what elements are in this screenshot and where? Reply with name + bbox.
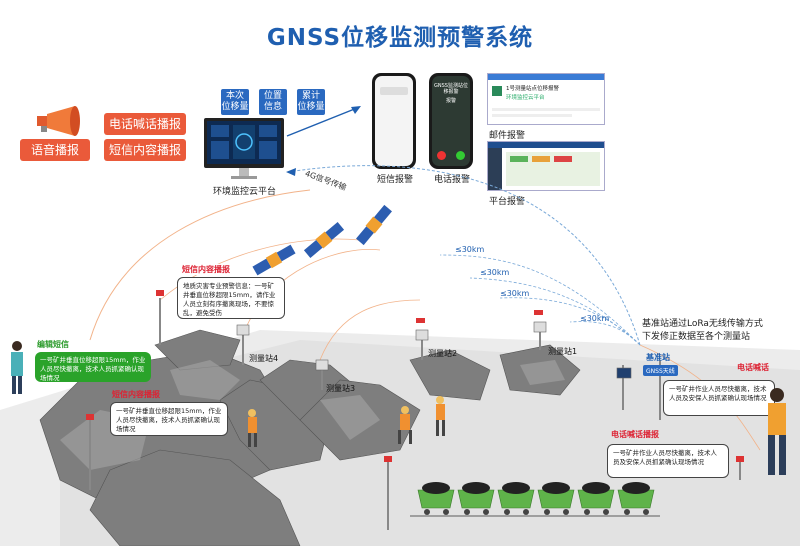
phone-bottom-tag: 电话喊话播报 — [611, 430, 659, 439]
station-4-label: 测量站4 — [249, 354, 279, 363]
platform-alarm-screenshot — [487, 141, 605, 191]
sms-top-tag: 短信内容播报 — [182, 264, 230, 275]
person-left-icon — [11, 341, 23, 394]
station-2-label: 测量站2 — [428, 349, 458, 358]
phone-call-broadcast-chip: 电话喊话播报 — [104, 113, 186, 135]
edit-sms-callout: 一号矿井垂直位移超限15mm，作业人员尽快撤离，技术人员抓紧确认现场情况 — [35, 352, 151, 382]
email-alarm-label: 邮件报警 — [489, 131, 526, 141]
email-alarm-screenshot: 1号测量站点位移报警 环境监控云平台 — [487, 73, 605, 125]
platform-label: 环境监控云平台 — [213, 187, 277, 197]
accept-call-icon — [456, 151, 465, 160]
data-chip-location: 位置 信息 — [259, 89, 287, 115]
station-3-label: 测量站3 — [326, 384, 356, 393]
distance-label-4: ≤30km — [580, 314, 610, 323]
call-sub-text: 报警 — [445, 98, 456, 104]
monitor-icon — [204, 118, 284, 179]
email-sub-text: 环境监控云平台 — [506, 95, 545, 101]
phone-alarm-label: 电话报警 — [434, 175, 471, 185]
loudspeaker-icon — [37, 106, 80, 136]
base-station-label: 基准站 — [646, 353, 670, 362]
data-chip-current-displacement: 本次 位移量 — [221, 89, 249, 115]
sms-phone — [372, 73, 416, 169]
app-icon — [492, 86, 502, 96]
data-chip-cumulative-displacement: 累计 位移量 — [297, 89, 325, 115]
page-title: GNSS位移监测预警系统 — [266, 25, 534, 51]
distance-label-3: ≤30km — [500, 289, 530, 298]
lora-description: 基准站通过LoRa无线传输方式 下发修正数据至各个测量站 — [642, 319, 763, 342]
sms-bottom-tag: 短信内容播报 — [112, 390, 160, 399]
sms-broadcast-chip: 短信内容播报 — [104, 139, 186, 161]
call-phone: GNSS监测站位移报警 报警 — [429, 73, 473, 169]
sms-top-callout: 地质灾害专业预警信息：一号矿井垂直位移超限15mm，请作业人员立刻有序撤离现场，… — [177, 277, 285, 319]
arrow-to-alarms — [286, 106, 361, 137]
phone-bottom-callout: 一号矿井作业人员尽快撤离，技术人员及安保人员抓紧确认现场情况 — [607, 444, 729, 478]
platform-alarm-label: 平台报警 — [489, 197, 526, 207]
distance-label-1: ≤30km — [455, 245, 485, 254]
phone-right-tag: 电话喊话 — [737, 363, 769, 372]
sms-alarm-label: 短信报警 — [377, 175, 414, 185]
voice-broadcast-chip: 语音播报 — [20, 139, 90, 161]
call-caller-text: GNSS监测站位移报警 — [434, 83, 468, 95]
distance-label-2: ≤30km — [480, 268, 510, 277]
edit-sms-tag: 编辑短信 — [37, 340, 69, 349]
satellite-icons — [252, 204, 392, 276]
email-header-text: 1号测量站点位移报警 — [506, 86, 559, 92]
gnss-antenna-chip: GNSS天线 — [643, 365, 678, 376]
sms-bottom-callout: 一号矿井垂直位移超限15mm，作业人员尽快撤离，技术人员抓紧确认现场情况 — [110, 402, 228, 436]
station-1-label: 测量站1 — [548, 347, 578, 356]
decline-call-icon — [437, 151, 446, 160]
